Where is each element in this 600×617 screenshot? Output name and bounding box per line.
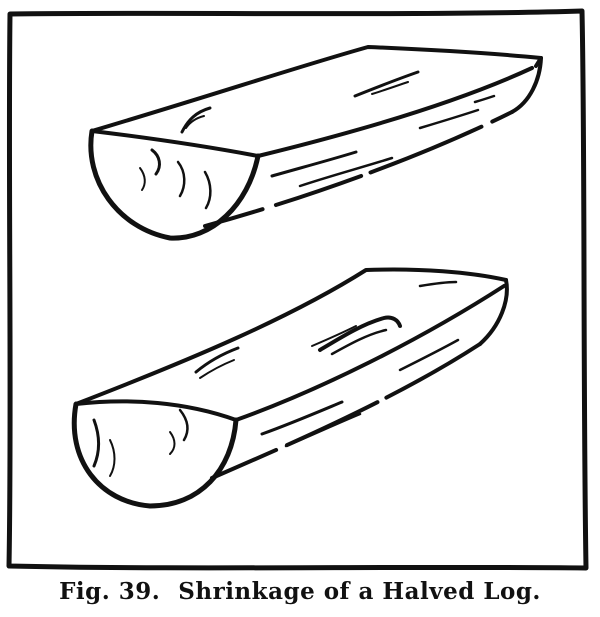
upper-log — [91, 47, 541, 238]
lower-log-bottom-edge — [212, 344, 480, 478]
upper-log-top-face — [92, 47, 541, 131]
lower-log-top-face — [76, 269, 506, 404]
lower-log-end-flat — [76, 401, 236, 420]
lower-log-shrinkage-crack — [320, 317, 400, 350]
figure-illustration — [0, 0, 600, 580]
figure-number: Fig. 39. — [59, 578, 160, 605]
lower-log — [74, 269, 507, 506]
halved-log-drawing — [0, 0, 600, 580]
upper-log-end-curve — [91, 131, 258, 238]
figure-caption-text: Shrinkage of a Halved Log. — [178, 578, 541, 605]
figure-caption: Fig. 39. Shrinkage of a Halved Log. — [0, 578, 600, 605]
lower-log-far-end — [480, 280, 507, 344]
upper-log-end-flat — [92, 131, 258, 156]
